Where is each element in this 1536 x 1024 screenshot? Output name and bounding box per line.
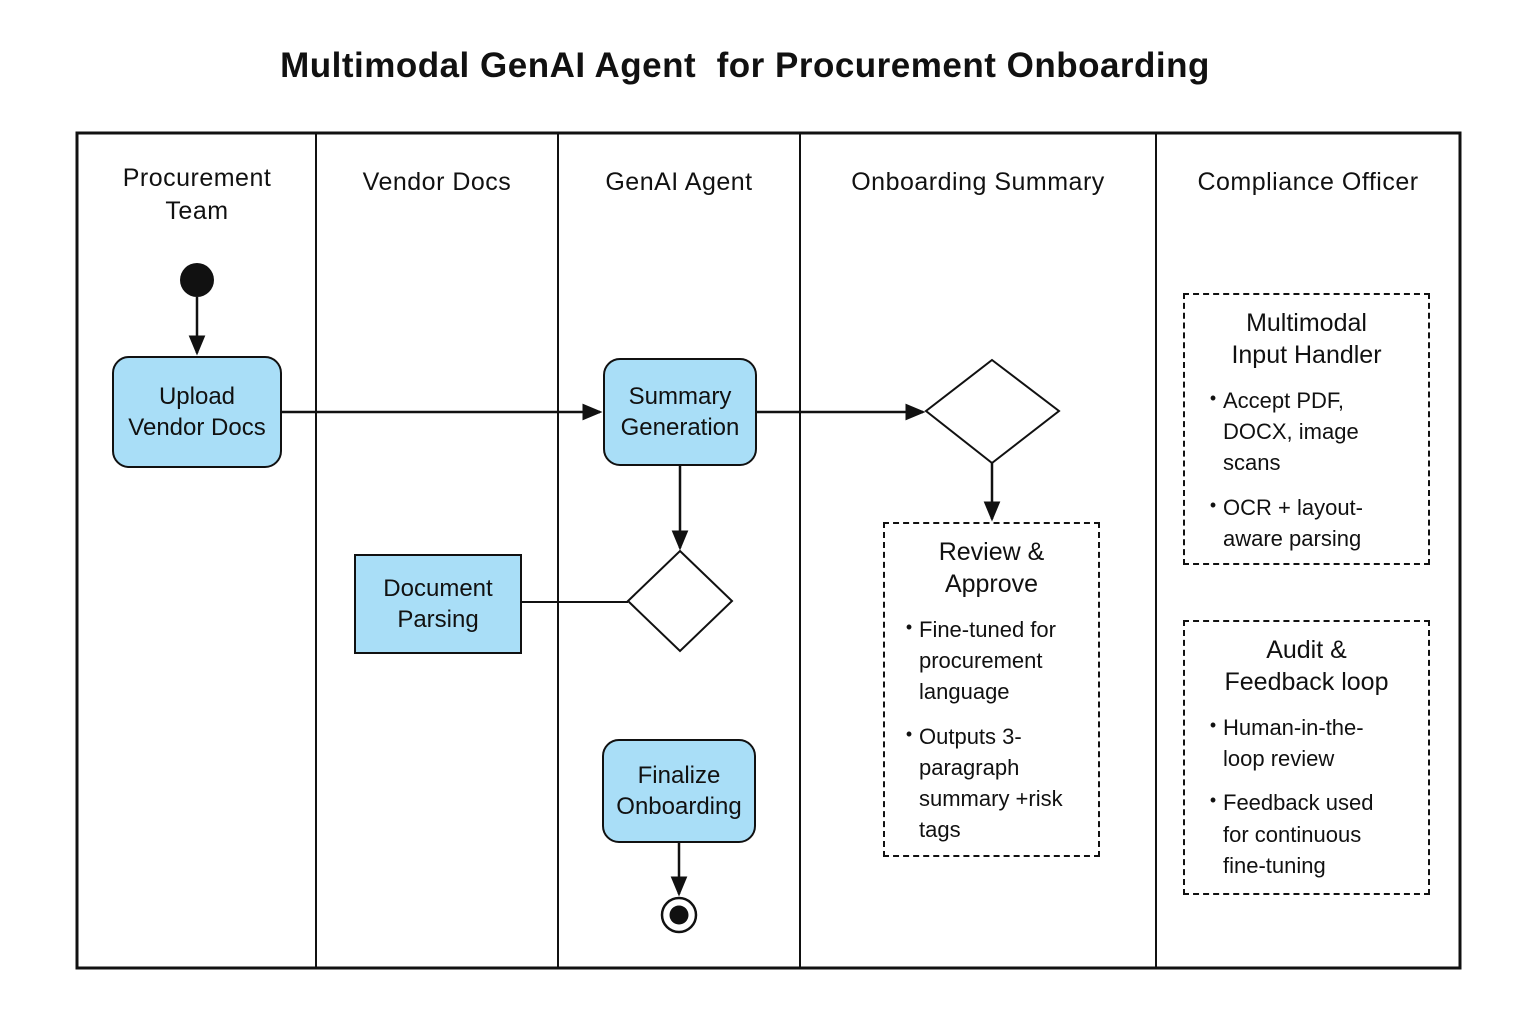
bullet-text: OCR + layout-aware parsing bbox=[1223, 494, 1363, 551]
bullet-icon: • bbox=[1209, 388, 1217, 408]
lane-header-genai-agent: GenAI Agent bbox=[605, 168, 753, 196]
activity-label-line: Generation bbox=[620, 414, 740, 441]
activity-label-line: Upload bbox=[158, 382, 236, 410]
annotation-review-approve: Review & Approve • Fine-tuned for procur… bbox=[883, 522, 1100, 857]
annotation-title-line: Input Handler bbox=[1231, 341, 1382, 369]
annotation-multimodal-input-handler: Multimodal Input Handler • Accept PDF, D… bbox=[1183, 293, 1430, 565]
activity-summary-generation: Summary Generation bbox=[603, 358, 757, 466]
bullet-text: Human-in-the-loop review bbox=[1223, 715, 1364, 772]
bullet-icon: • bbox=[905, 723, 913, 744]
lane-header-onboarding-summary: Onboarding Summary bbox=[851, 168, 1105, 196]
end-node-inner bbox=[669, 905, 689, 925]
annotation-title-line: Approve bbox=[944, 570, 1039, 598]
start-node bbox=[180, 263, 214, 297]
annotation-title-line: Review & bbox=[938, 538, 1045, 566]
activity-finalize-onboarding: Finalize Onboarding bbox=[602, 739, 756, 843]
lane-header-compliance-officer: Compliance Officer bbox=[1197, 168, 1419, 196]
bullet-icon: • bbox=[1209, 494, 1217, 515]
list-item: • Fine-tuned for procurement language bbox=[899, 614, 1098, 708]
annotation-title: Review & Approve bbox=[885, 536, 1098, 600]
bullet-icon: • bbox=[905, 617, 913, 637]
bullet-icon: • bbox=[1209, 790, 1217, 811]
list-item: • Outputs 3-paragraph summary +risk tags bbox=[899, 721, 1098, 846]
bullet-text: Accept PDF, DOCX, image scans bbox=[1223, 388, 1359, 476]
annotation-bullet-list: • Fine-tuned for procurement language • … bbox=[885, 614, 1098, 846]
activity-label-line: Onboarding bbox=[616, 793, 742, 820]
annotation-bullet-list: • Accept PDF, DOCX, image scans • OCR + … bbox=[1185, 385, 1428, 554]
activity-document-parsing: Document Parsing bbox=[354, 554, 522, 654]
activity-label-line: Parsing bbox=[397, 606, 479, 633]
list-item: • Feedback used for continuous fine-tuni… bbox=[1203, 787, 1428, 881]
list-item: • Accept PDF, DOCX, image scans bbox=[1203, 385, 1428, 479]
activity-label-line: Vendor Docs bbox=[128, 414, 266, 441]
bullet-text: Fine-tuned for procurement language bbox=[919, 617, 1056, 705]
bullet-text: Feedback used for continuous fine-tuning bbox=[1223, 790, 1374, 878]
annotation-title-line: Feedback loop bbox=[1224, 668, 1389, 696]
bullet-icon: • bbox=[1209, 715, 1217, 735]
bullet-text: Outputs 3-paragraph summary +risk tags bbox=[919, 723, 1063, 843]
lane-header-procurement-team: Procurement Team bbox=[122, 164, 272, 225]
decision-diamond-genai bbox=[626, 549, 734, 653]
activity-label-line: Document bbox=[383, 574, 493, 602]
annotation-title: Audit & Feedback loop bbox=[1185, 634, 1428, 698]
annotation-title: Multimodal Input Handler bbox=[1185, 307, 1428, 371]
diagram-title: Multimodal GenAI Agent for Procurement O… bbox=[280, 46, 1210, 85]
lane-header-vendor-docs: Vendor Docs bbox=[362, 168, 512, 196]
list-item: • OCR + layout-aware parsing bbox=[1203, 492, 1428, 554]
decision-diamond-onboarding bbox=[924, 358, 1061, 465]
annotation-bullet-list: • Human-in-the-loop review • Feedback us… bbox=[1185, 712, 1428, 881]
activity-label-line: Finalize bbox=[637, 761, 721, 789]
annotation-audit-feedback-loop: Audit & Feedback loop • Human-in-the-loo… bbox=[1183, 620, 1430, 895]
activity-label-line: Summary bbox=[628, 382, 732, 410]
annotation-title-line: Multimodal bbox=[1246, 309, 1367, 337]
annotation-title-line: Audit & bbox=[1266, 636, 1347, 664]
list-item: • Human-in-the-loop review bbox=[1203, 712, 1428, 774]
activity-upload-vendor-docs: Upload Vendor Docs bbox=[112, 356, 282, 468]
swimlane-frame bbox=[75, 131, 1462, 970]
